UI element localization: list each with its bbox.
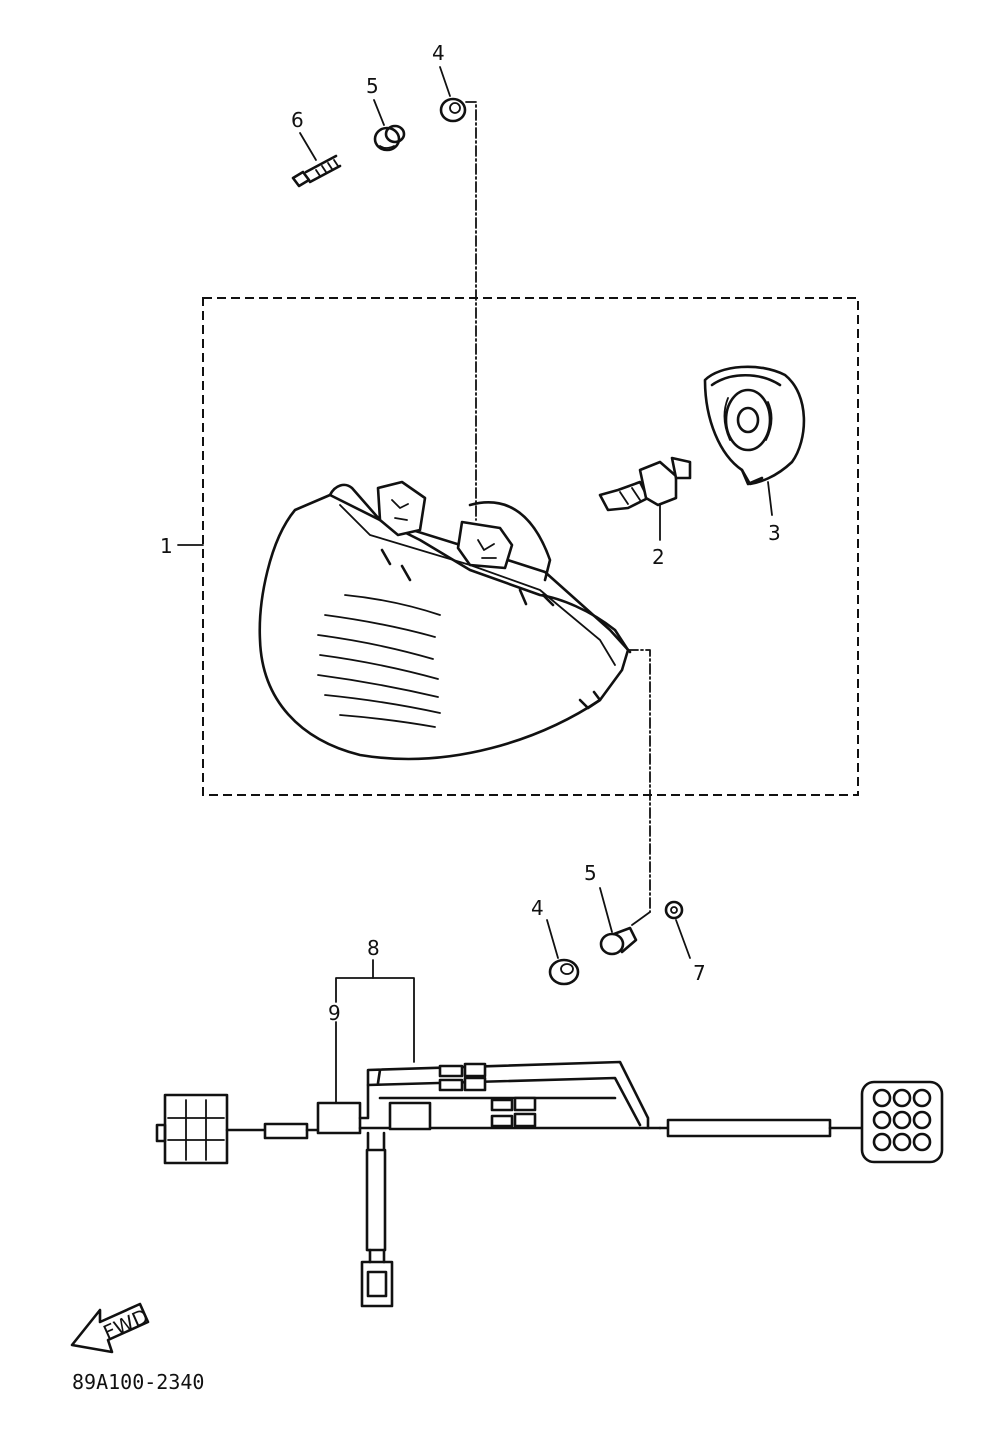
bulb-part xyxy=(598,456,692,512)
leader-line-4t xyxy=(439,66,451,97)
forward-arrow-icon xyxy=(70,1302,150,1354)
part-label-2: 2 xyxy=(652,545,665,569)
leader-line-5b xyxy=(599,887,613,933)
collar-part-top xyxy=(373,124,406,152)
assembly-boundary xyxy=(202,297,859,796)
part-label-6: 6 xyxy=(291,108,304,132)
part-label-5-top: 5 xyxy=(366,74,379,98)
grommet-part-bottom xyxy=(548,958,580,986)
bulb-cover-part xyxy=(703,365,806,486)
part-label-4-bottom: 4 xyxy=(531,896,544,920)
leader-line-5t xyxy=(373,99,385,126)
leader-line-4b xyxy=(546,919,559,959)
nut-part xyxy=(664,900,684,920)
part-label-1: 1 xyxy=(160,534,173,558)
part-label-8: 8 xyxy=(367,936,380,960)
part-label-5-bottom: 5 xyxy=(584,861,597,885)
part-label-7: 7 xyxy=(693,961,706,985)
leader-line-bottom xyxy=(627,649,651,913)
part-label-9: 9 xyxy=(328,1001,341,1025)
bracket-8 xyxy=(335,977,415,1063)
headlight-unit xyxy=(258,480,632,761)
wire-harness xyxy=(155,1060,944,1308)
bolt-part xyxy=(291,154,342,188)
leader-line-bottom-tail xyxy=(631,911,651,926)
collar-part-bottom xyxy=(599,926,638,956)
leader-line-3 xyxy=(767,481,773,516)
leader-line-6 xyxy=(299,132,317,161)
leader-line-top xyxy=(465,101,477,521)
leader-line-7 xyxy=(675,919,691,959)
grommet-part-top xyxy=(439,97,467,123)
part-label-4-top: 4 xyxy=(432,41,445,65)
part-label-3: 3 xyxy=(768,521,781,545)
drawing-code: 89A100-2340 xyxy=(72,1370,204,1394)
